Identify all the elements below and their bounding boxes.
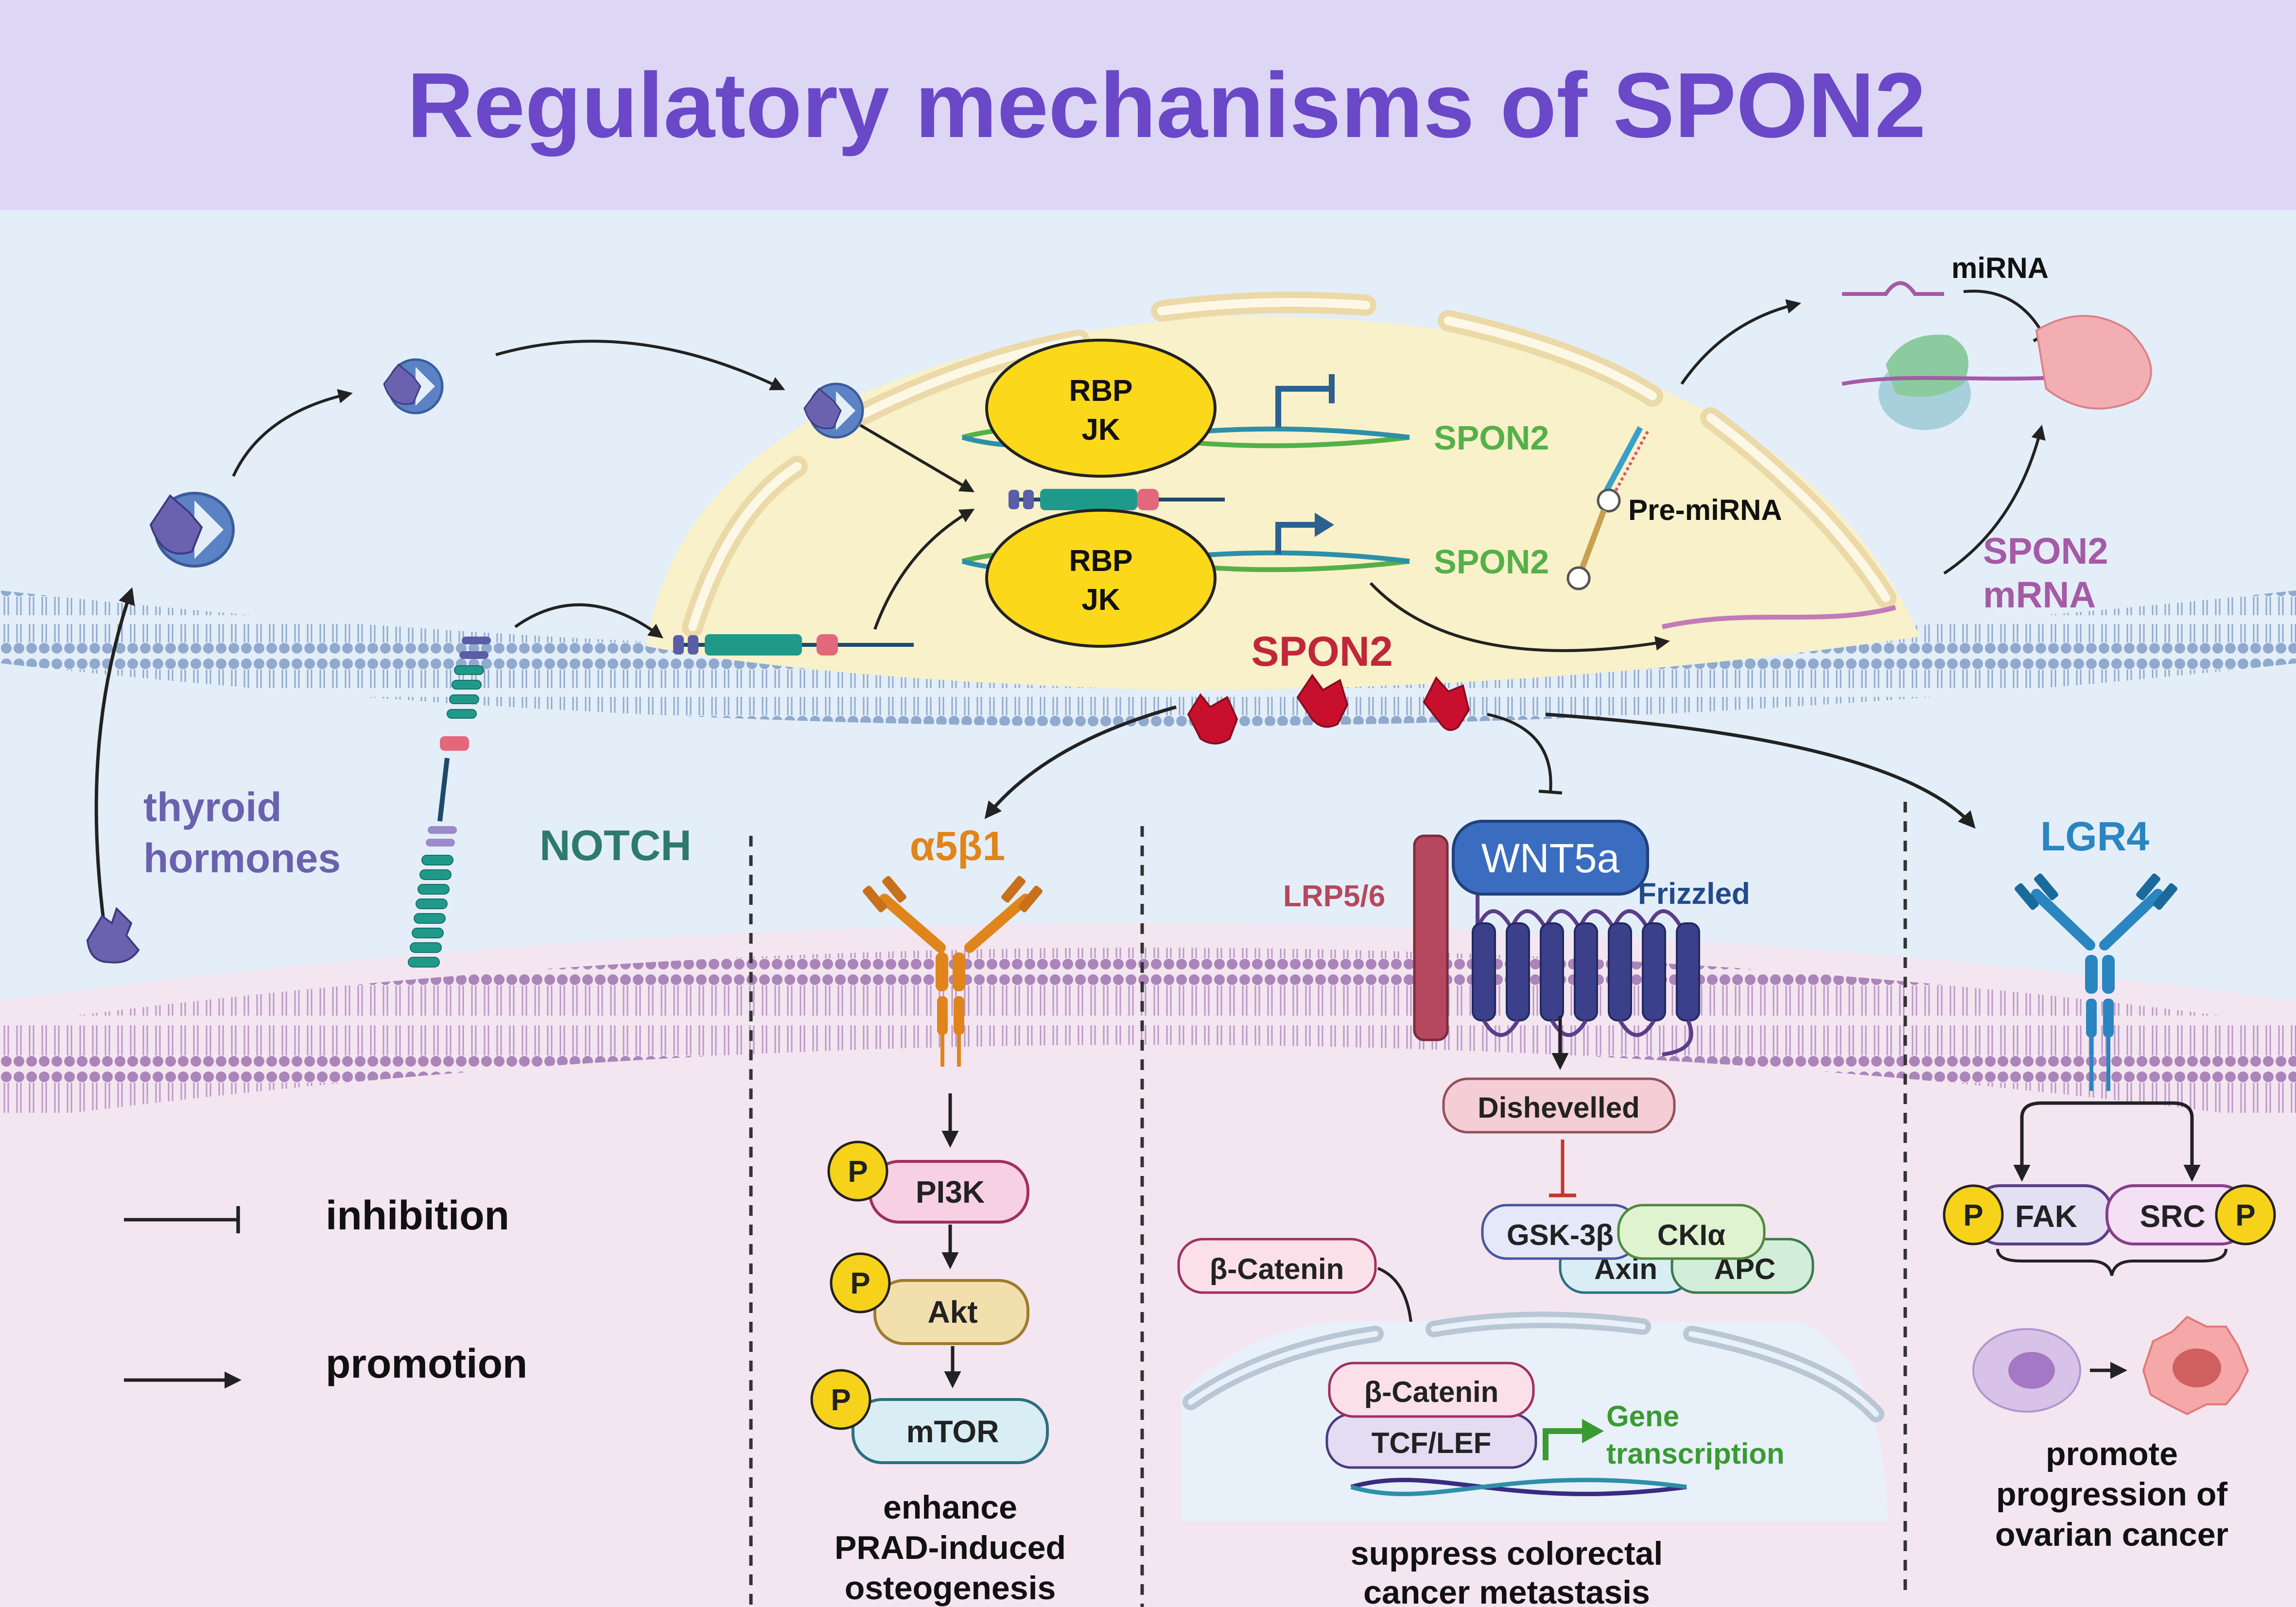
gene-label-1: Gene [1606, 1400, 1679, 1433]
lgr4-receptor [2015, 873, 2177, 1091]
notch-intracellular-domain-nuclear [1009, 489, 1225, 510]
dishevelled-node: Dishevelled [1442, 1077, 1676, 1134]
beta-catenin-label-1: β-Catenin [1210, 1253, 1344, 1285]
legend-promotion-label: promotion [326, 1341, 527, 1386]
wnt5a-ligand: WNT5a [1452, 820, 1649, 896]
akt-label: Akt [927, 1295, 977, 1330]
tcf-lef-node: TCF/LEF [1325, 1413, 1537, 1469]
thyroid-receptor-mid [383, 358, 444, 415]
dna-helix [1350, 1478, 1687, 1496]
title-banner [0, 0, 2296, 210]
spon2-mrna-strand [1661, 605, 1896, 629]
src-node: SRC [2105, 1184, 2249, 1245]
rbpjk-label-2: JK [1081, 413, 1120, 447]
src-label: SRC [2139, 1199, 2205, 1234]
mtor-node: mTOR [852, 1398, 1049, 1464]
fak-src-brace [1996, 1248, 2227, 1276]
pi3k-node: PI3K [869, 1160, 1029, 1224]
thyroid-label-2: hormones [143, 835, 341, 881]
a5b1-label: α5β1 [910, 823, 1005, 869]
akt-node: Akt [873, 1279, 1029, 1345]
nucleus [646, 315, 1920, 690]
inner-membrane [0, 948, 2296, 1123]
lrp-label: LRP5/6 [1283, 880, 1385, 913]
destruction-complex: Axin APC GSK-3β CKIα [1481, 1204, 1814, 1294]
thyroid-receptor-nuclear [803, 382, 864, 439]
phospho-label-1: P [848, 1155, 868, 1189]
rbpjk-repressed: RBP JK SPON2 [961, 339, 1549, 478]
a5b1-outcome-1: enhance [883, 1489, 1017, 1526]
frizzled-label: Frizzled [1638, 877, 1750, 911]
pre-mirna [1566, 426, 1649, 590]
phospho-label-2: P [850, 1267, 870, 1300]
src-phospho: P [2215, 1184, 2276, 1245]
rbpjk-label-1: RBP [1069, 374, 1133, 408]
normal-cell-icon [1972, 1328, 2081, 1413]
wnt-outcome-2: cancer metastasis [1363, 1574, 1650, 1607]
spon2-mrna-label-2: mRNA [1983, 574, 2096, 616]
lgr4-outcome-3: ovarian cancer [1995, 1516, 2228, 1553]
beta-catenin-cytoplasmic: β-Catenin [1177, 1238, 1377, 1294]
gsk3b-node: GSK-3β [1481, 1204, 1639, 1260]
ribosome-complex [1842, 315, 2152, 430]
a5b1-outcome-2: PRAD-induced [835, 1529, 1066, 1566]
pi3k-phospho: P [827, 1140, 888, 1202]
rbpjk-active: RBP JK SPON2 [961, 509, 1549, 648]
dishevelled-label: Dishevelled [1478, 1091, 1640, 1124]
integrin-a5b1 [863, 876, 1043, 1067]
fak-label: FAK [2015, 1199, 2077, 1234]
a5b1-outcome-3: osteogenesis [845, 1570, 1056, 1607]
notch-intracellular-domain [673, 634, 914, 656]
lgr4-label: LGR4 [2040, 813, 2149, 859]
pre-mirna-label: Pre-miRNA [1628, 494, 1782, 526]
phospho-label-4: P [1963, 1199, 1983, 1232]
gene-label-2: transcription [1606, 1437, 1785, 1470]
phospho-label-3: P [831, 1383, 851, 1417]
lrp56-receptor [1413, 834, 1449, 1041]
spon2-gene-label-1: SPON2 [1434, 419, 1549, 457]
lgr4-outcome-1: promote [2046, 1435, 2178, 1472]
mtor-label: mTOR [906, 1414, 999, 1449]
phospho-label-5: P [2235, 1199, 2255, 1232]
tcf-lef-label: TCF/LEF [1372, 1427, 1492, 1459]
spon2-gene-label-2: SPON2 [1434, 543, 1549, 581]
rbpjk-label-3: RBP [1069, 544, 1133, 578]
beta-catenin-nuclear: β-Catenin [1328, 1362, 1535, 1418]
fak-phospho: P [1943, 1184, 2004, 1245]
thyroid-receptor-large [149, 492, 235, 568]
spon2-protein-label: SPON2 [1251, 628, 1393, 675]
section-dividers [749, 802, 1907, 1607]
legend-inhibition-label: inhibition [326, 1192, 509, 1238]
wnt-outcome-1: suppress colorectal [1351, 1535, 1663, 1572]
pi3k-label: PI3K [916, 1175, 985, 1210]
beta-catenin-label-2: β-Catenin [1364, 1376, 1499, 1408]
diagram-title: Regulatory mechanisms of SPON2 [407, 54, 1926, 157]
mirna-label: miRNA [1951, 252, 2049, 284]
akt-phospho: P [830, 1252, 891, 1313]
gene-transcription-arrow [1543, 1419, 1604, 1460]
legend: inhibition promotion [124, 1192, 527, 1389]
ckla-label: CKIα [1657, 1219, 1725, 1251]
thyroid-label-1: thyroid [143, 784, 282, 830]
thyroid-hormone-icon [86, 907, 140, 964]
thyroid-hormone-pathway: thyroid hormones [86, 340, 975, 964]
cancer-cell-icon [2142, 1315, 2249, 1416]
lgr4-outcome-2: progression of [1996, 1476, 2227, 1513]
spon2-mrna-label-1: SPON2 [1983, 531, 2108, 572]
wnt5a-label: WNT5a [1481, 835, 1620, 881]
notch-label: NOTCH [539, 821, 692, 869]
frizzled-receptor [1472, 889, 1700, 1056]
spon2-proteins [1187, 674, 1470, 744]
mirna-strand [1842, 281, 1944, 296]
gsk3b-label: GSK-3β [1507, 1219, 1614, 1251]
rbpjk-label-4: JK [1081, 583, 1120, 617]
mtor-phospho: P [810, 1369, 871, 1430]
ckla-node: CKIα [1617, 1204, 1766, 1260]
notch-receptor [408, 637, 491, 968]
